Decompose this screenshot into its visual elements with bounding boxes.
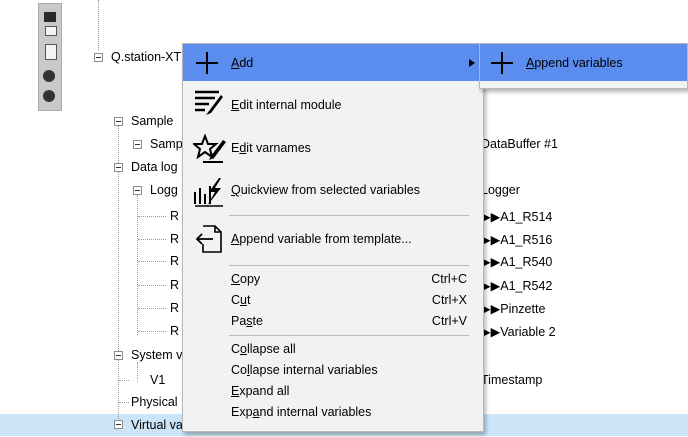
menu-item-expand-all[interactable]: Expand all xyxy=(231,384,289,398)
tree-node-physical[interactable]: Physical xyxy=(131,395,178,409)
collapse-toggle-virtual[interactable] xyxy=(114,420,123,429)
menu-label: te xyxy=(252,314,263,328)
shortcut-paste: Ctrl+V xyxy=(431,314,467,328)
tree-node-samp[interactable]: Samp xyxy=(150,137,183,151)
lightning-chart-icon xyxy=(194,178,223,207)
menu-label: ppend variable from template... xyxy=(239,232,412,246)
variable-link[interactable]: ▶▶A1_R514 xyxy=(481,210,553,224)
menu-label: ppend variables xyxy=(534,56,623,70)
menu-item-collapse-all[interactable]: Collapse all xyxy=(231,342,296,356)
menu-separator xyxy=(229,215,469,216)
variable-link[interactable]: ▶▶Pinzette xyxy=(481,302,546,316)
tree-node-system[interactable]: System v xyxy=(131,348,183,362)
device-module-icon xyxy=(38,3,62,111)
shortcut-copy: Ctrl+C xyxy=(431,272,467,286)
menu-label: t xyxy=(246,293,251,307)
document-arrow-icon xyxy=(195,225,222,253)
variable-link[interactable]: ▶▶A1_R542 xyxy=(481,279,553,293)
menu-label: C xyxy=(231,342,241,356)
menu-item-append-from-template[interactable]: Append variable from template... xyxy=(231,232,412,246)
logger-label: Logger xyxy=(481,183,520,197)
menu-item-cut[interactable]: Cut xyxy=(231,293,250,307)
collapse-toggle-system[interactable] xyxy=(114,351,123,360)
tree-leaf[interactable]: R xyxy=(170,278,180,292)
tree-node-virtual[interactable]: Virtual va xyxy=(131,418,183,432)
menu-label: E xyxy=(231,141,240,155)
submenu-highlight xyxy=(480,44,687,81)
tree-node-root[interactable]: Q.station-XT xyxy=(111,50,182,64)
mnemonic: E xyxy=(231,384,240,398)
tree-leaf[interactable]: R xyxy=(170,209,180,223)
mnemonic: Q xyxy=(231,183,241,197)
collapse-toggle-logg[interactable] xyxy=(133,186,142,195)
menu-item-edit-internal-module[interactable]: Edit internal module xyxy=(231,98,342,112)
menu-label: Co xyxy=(231,363,247,377)
mnemonic: l xyxy=(246,363,250,377)
plus-icon xyxy=(196,52,218,74)
menu-separator xyxy=(229,335,469,336)
menu-label: uickview from selected variables xyxy=(240,183,420,197)
menu-item-add[interactable]: Add xyxy=(231,56,253,70)
menu-label: Exp xyxy=(231,405,253,419)
variable-link[interactable]: ▶▶A1_R516 xyxy=(481,233,553,247)
tree-leaf[interactable]: R xyxy=(170,254,180,268)
edit-module-icon xyxy=(195,90,223,115)
mnemonic: d xyxy=(239,141,247,155)
menu-label: Pa xyxy=(231,314,247,328)
collapse-toggle-sample[interactable] xyxy=(114,117,123,126)
mnemonic: A xyxy=(231,232,240,246)
menu-item-copy[interactable]: Copy xyxy=(231,272,260,286)
menu-label: xpand all xyxy=(239,384,290,398)
mnemonic: a xyxy=(252,405,260,419)
menu-label: it varnames xyxy=(246,141,311,155)
menu-label: C xyxy=(231,293,241,307)
menu-item-paste[interactable]: Paste xyxy=(231,314,263,328)
tree-leaf[interactable]: R xyxy=(170,232,180,246)
submenu: Append variables xyxy=(479,43,688,89)
context-menu: Add Edit internal module Edit varnames Q… xyxy=(182,43,484,432)
mnemonic: A xyxy=(231,56,240,70)
shortcut-cut: Ctrl+X xyxy=(431,293,467,307)
mnemonic: u xyxy=(240,293,247,307)
menu-label: dd xyxy=(239,56,254,70)
menu-label: lapse internal variables xyxy=(249,363,378,377)
collapse-toggle-root[interactable] xyxy=(94,53,103,62)
star-pen-icon xyxy=(193,134,226,163)
tree-leaf[interactable]: R xyxy=(170,324,180,338)
tree-node-logg[interactable]: Logg xyxy=(150,183,178,197)
mnemonic: A xyxy=(526,56,535,70)
variable-link[interactable]: ▶▶A1_R540 xyxy=(481,255,553,269)
chevron-right-icon xyxy=(469,59,475,67)
tree-node-v1[interactable]: V1 xyxy=(150,373,166,387)
menu-label: opy xyxy=(240,272,261,286)
menu-item-edit-varnames[interactable]: Edit varnames xyxy=(231,141,311,155)
variable-link[interactable]: ▶▶Variable 2 xyxy=(481,325,556,339)
menu-item-collapse-internal[interactable]: Collapse internal variables xyxy=(231,363,378,377)
menu-highlight xyxy=(183,44,483,81)
collapse-toggle-samp[interactable] xyxy=(133,140,142,149)
menu-label: nd internal variables xyxy=(259,405,372,419)
mnemonic: E xyxy=(231,98,240,112)
submenu-item-append-variables[interactable]: Append variables xyxy=(526,56,623,70)
menu-item-expand-internal[interactable]: Expand internal variables xyxy=(231,405,371,419)
menu-label: llapse all xyxy=(246,342,296,356)
plus-icon xyxy=(491,52,513,74)
collapse-toggle-data-log[interactable] xyxy=(114,163,123,172)
menu-separator xyxy=(229,265,469,266)
menu-label: dit internal module xyxy=(239,98,342,112)
mnemonic: o xyxy=(240,342,247,356)
tree-leaf[interactable]: R xyxy=(170,301,180,315)
menu-item-quickview[interactable]: Quickview from selected variables xyxy=(231,183,420,197)
tree-node-data-log[interactable]: Data log xyxy=(131,160,178,174)
tree-node-sample[interactable]: Sample xyxy=(131,114,174,128)
mnemonic: C xyxy=(231,272,241,286)
databuffer-label: DataBuffer #1 xyxy=(481,137,558,151)
timestamp-label: Timestamp xyxy=(481,373,543,387)
mnemonic: s xyxy=(246,314,253,328)
